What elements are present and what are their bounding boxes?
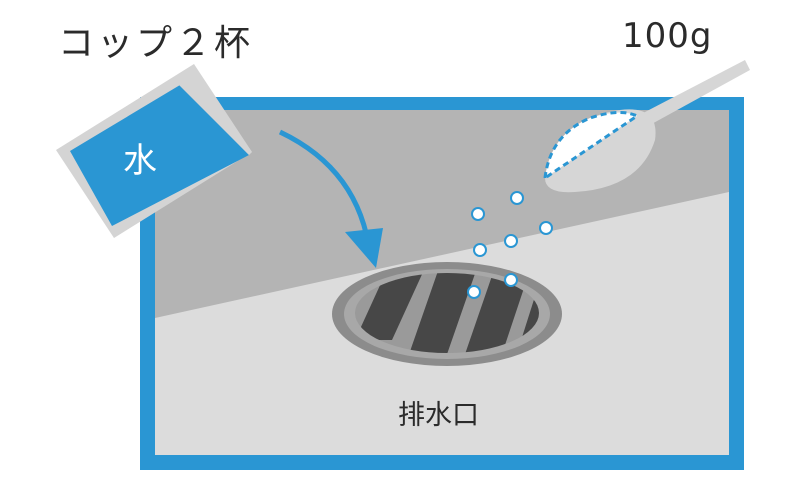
drain-grate-icon xyxy=(332,262,562,366)
baking-soda-amount-label: 100g xyxy=(622,16,713,56)
pour-arrow-icon xyxy=(278,129,383,268)
powder-particles xyxy=(467,191,553,299)
water-amount-label: コップ２杯 xyxy=(58,23,254,64)
water-label: 水 xyxy=(123,141,157,181)
water-cup-icon xyxy=(56,64,252,238)
spoon-icon xyxy=(543,60,750,193)
drain-label: 排水口 xyxy=(398,400,479,431)
